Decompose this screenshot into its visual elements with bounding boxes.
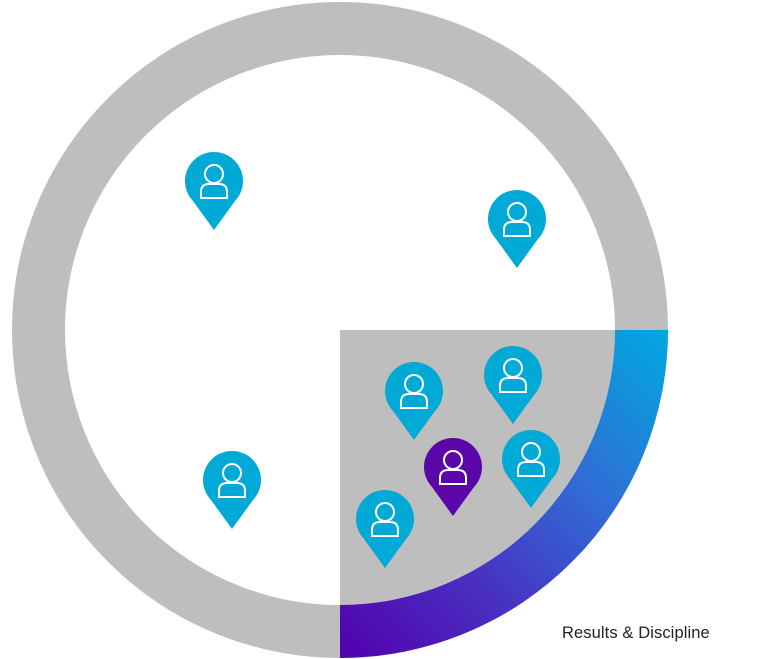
map-pin-icon <box>185 152 243 230</box>
person-icon <box>499 358 527 393</box>
location-pin <box>203 451 261 529</box>
person-icon <box>200 164 228 199</box>
location-pin <box>424 438 482 516</box>
location-pin <box>385 362 443 440</box>
location-pin <box>484 346 542 424</box>
gradient-arc <box>340 330 668 658</box>
map-pin-icon <box>385 362 443 440</box>
map-pin-icon <box>203 451 261 529</box>
person-icon <box>503 202 531 237</box>
map-pin-icon <box>484 346 542 424</box>
person-icon <box>218 463 246 498</box>
person-icon <box>439 450 467 485</box>
location-pin <box>488 190 546 268</box>
map-pin-icon <box>356 490 414 568</box>
person-icon <box>517 442 545 477</box>
person-icon <box>400 374 428 409</box>
location-pin <box>356 490 414 568</box>
map-pin-icon <box>502 430 560 508</box>
map-pin-icon <box>424 438 482 516</box>
map-pin-icon <box>488 190 546 268</box>
location-pin <box>502 430 560 508</box>
location-pin <box>185 152 243 230</box>
quadrant-label: Results & Discipline <box>562 624 710 642</box>
person-icon <box>371 502 399 537</box>
